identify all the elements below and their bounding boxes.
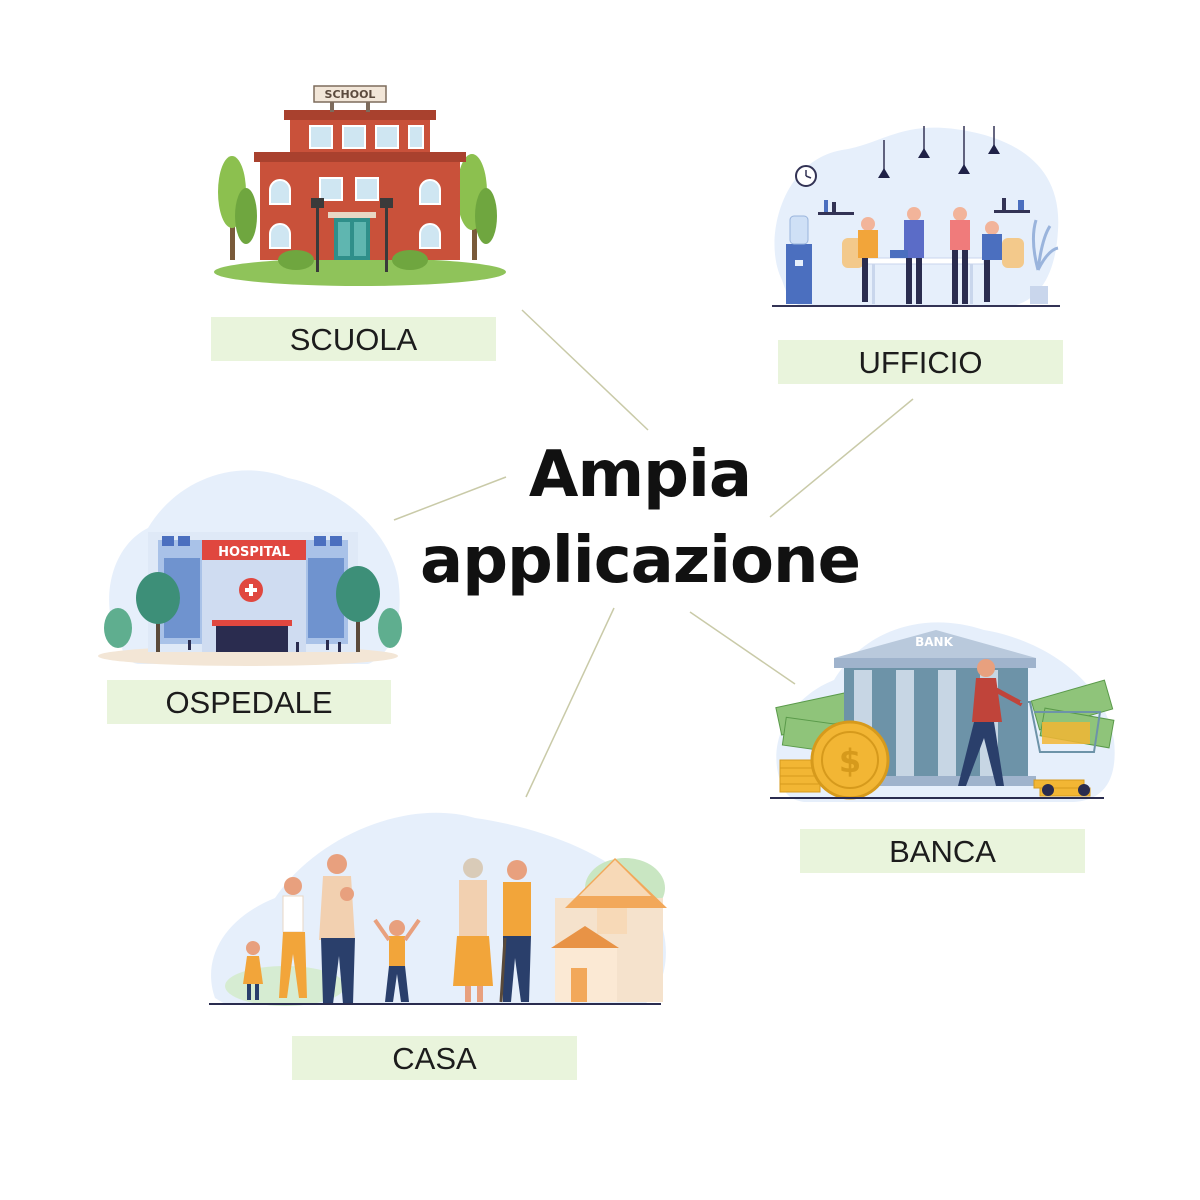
label-ufficio: UFFICIO: [778, 340, 1063, 384]
office-team-illustration: [762, 120, 1070, 312]
title-line-2: applicazione: [420, 524, 861, 598]
bank-illustration: BANK $: [764, 610, 1120, 804]
connector-banca: [689, 611, 796, 685]
bank-sign: BANK: [915, 635, 953, 649]
central-title: Ampia applicazione: [380, 432, 900, 604]
title-line-1: Ampia: [528, 438, 752, 512]
hospital-sign: HOSPITAL: [218, 545, 290, 560]
connector-ospedale: [393, 476, 507, 521]
svg-text:$: $: [839, 742, 861, 780]
label-casa: CASA: [292, 1036, 577, 1080]
family-house-illustration: [205, 798, 670, 1010]
connector-casa: [525, 607, 615, 798]
connector-scuola: [521, 309, 649, 431]
school-building-illustration: SCHOOL: [210, 80, 510, 292]
label-ospedale: OSPEDALE: [107, 680, 391, 724]
hospital-illustration: HOSPITAL: [98, 458, 404, 670]
label-banca: BANCA: [800, 829, 1085, 873]
school-sign: SCHOOL: [325, 88, 376, 101]
connector-ufficio: [769, 398, 914, 518]
label-scuola: SCUOLA: [211, 317, 496, 361]
